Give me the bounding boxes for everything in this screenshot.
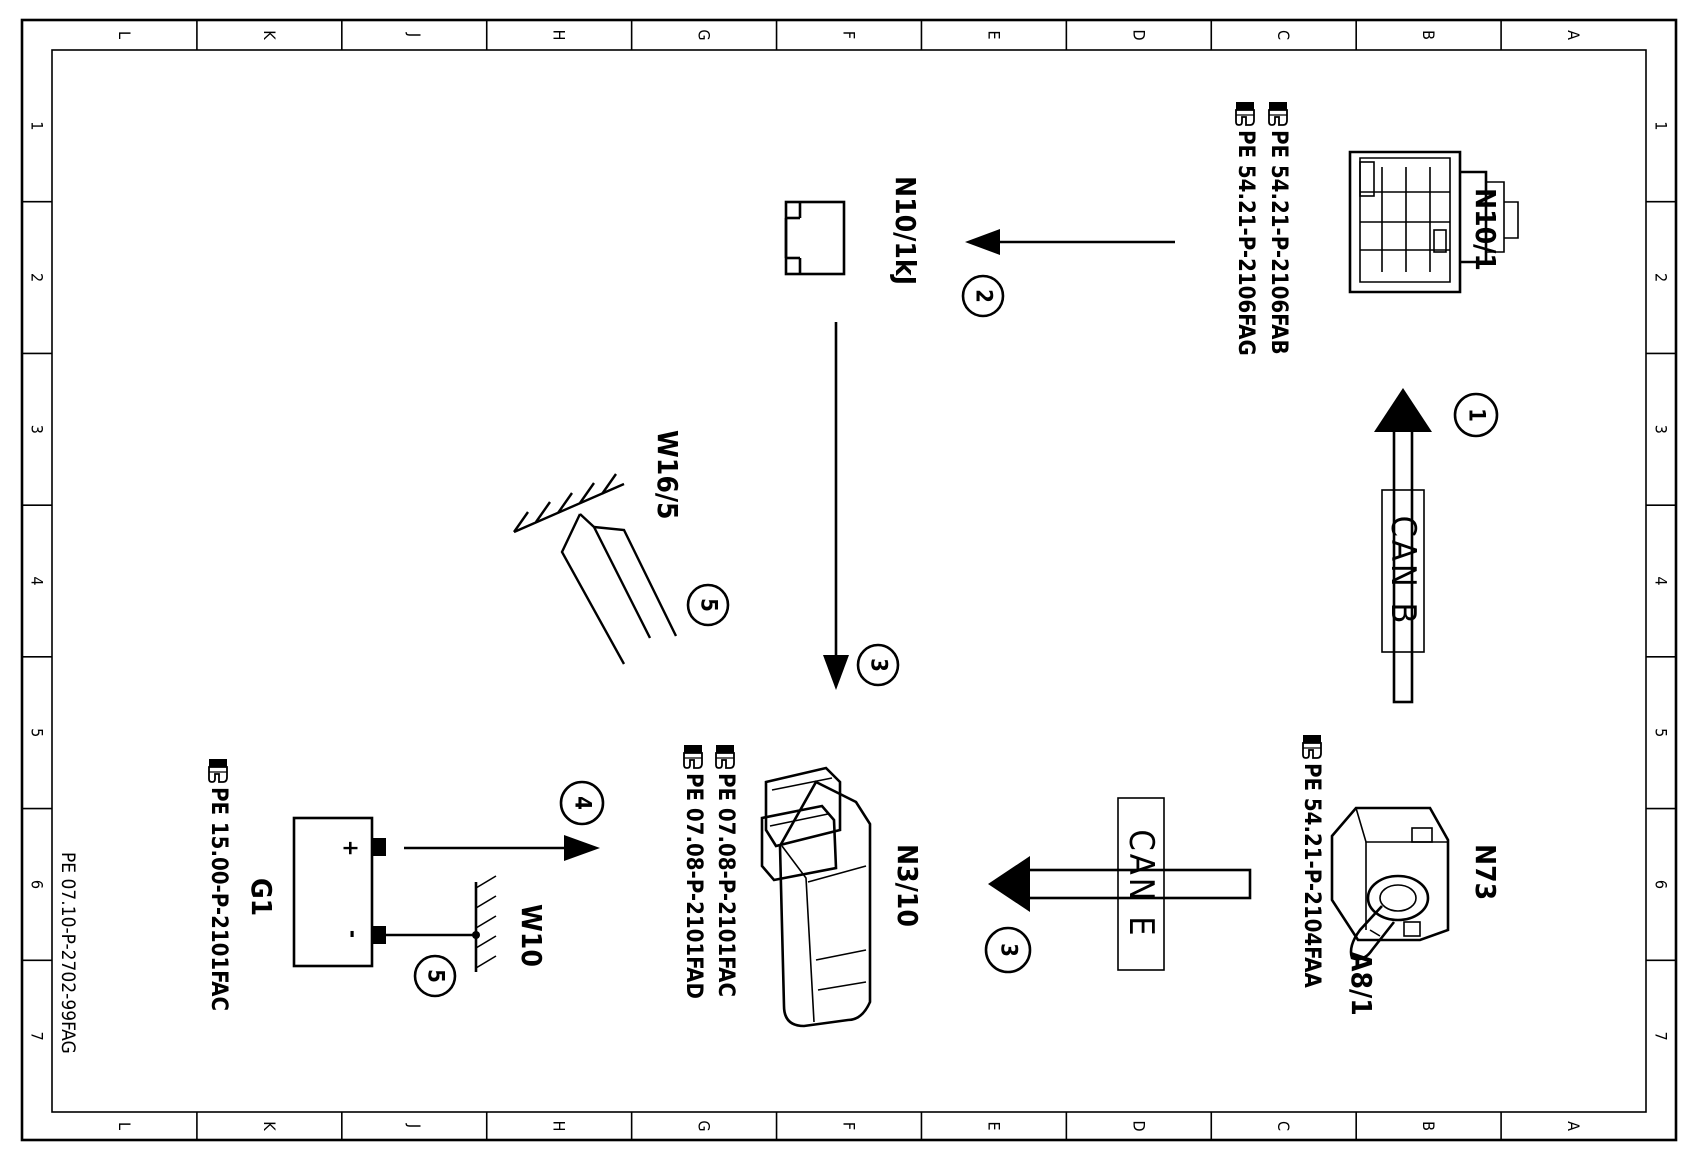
- ground-icon: [386, 875, 497, 972]
- grid-column-label: E: [984, 30, 1003, 39]
- grid-column-label: J: [405, 32, 424, 37]
- step-3-number: 3: [866, 658, 891, 672]
- grid-column-label: G: [695, 1120, 714, 1131]
- w16-5-label: W16/5: [651, 430, 684, 520]
- connector-block-icon: [1348, 150, 1519, 294]
- can-e-bus-arrow: CAN E: [988, 797, 1252, 971]
- grid-column-label: A: [1564, 1121, 1583, 1131]
- grid-row-label: 4: [28, 576, 47, 585]
- pointing-hand-icon: [1302, 734, 1322, 759]
- grid-column-label: H: [550, 1121, 569, 1132]
- grid-row-label: 6: [28, 880, 47, 889]
- battery-plus-sign: +: [338, 840, 363, 857]
- step-2-marker: 2: [961, 274, 1005, 318]
- grid-column-label: D: [1129, 1120, 1148, 1131]
- grid-column-label: A: [1564, 30, 1583, 40]
- grid-row-label: 5: [28, 728, 47, 737]
- battery-icon: [292, 816, 386, 968]
- grid-column-label: B: [1419, 30, 1438, 40]
- n3-10-ref-1: PE 07.08-P-2101FAC: [713, 773, 738, 997]
- battery-minus-sign: -: [340, 930, 365, 938]
- ignition-switch-icon: [1330, 806, 1450, 961]
- step-3-number: 3: [996, 943, 1021, 957]
- a8-1-label: A8/1: [1345, 952, 1378, 1016]
- step-2-number: 2: [971, 289, 996, 303]
- n73-label: N73: [1469, 844, 1502, 900]
- pointing-hand-icon: [1235, 101, 1255, 126]
- can-b-bus-arrow: CAN B: [1374, 388, 1432, 704]
- drawing-frame: A A B B C C D D E E F F G G H H J J K K L L 1 1 2 2 3 3 4 4 5 5 6 6 7 7: [20, 18, 1678, 1142]
- step-5-marker-top: 5: [686, 583, 730, 627]
- document-id: PE 07.10-P-2702-99FAG: [57, 852, 79, 1054]
- w10-label: W10: [515, 904, 548, 967]
- grid-column-label: C: [1274, 30, 1293, 40]
- n10-1-ref-2: PE 54.21-P-2106FAG: [1233, 130, 1258, 356]
- g1-ref-1: PE 15.00-P-2101FAC: [206, 787, 231, 1011]
- step-1-marker: 1: [1453, 392, 1499, 438]
- grid-row-label: 7: [1652, 1032, 1671, 1041]
- n73-ignition-switch: N73 A8/1 PE 54.21-P-2104FAA: [1299, 734, 1502, 1016]
- step-2-arrow: [965, 229, 1175, 255]
- grid-column-label: L: [115, 1122, 134, 1130]
- step-3-marker-top: 3: [856, 643, 900, 687]
- w16-5-ground: W16/5: [513, 430, 684, 665]
- grid-row-label: 4: [1652, 576, 1671, 585]
- grid-column-label: G: [695, 29, 714, 40]
- step-5-number: 5: [423, 969, 448, 983]
- grid-row-label: 6: [1652, 880, 1671, 889]
- control-unit-icon: [760, 766, 872, 1028]
- n10-1-ref-1: PE 54.21-P-2106FAB: [1266, 130, 1291, 355]
- pointing-hand-icon: [715, 744, 735, 769]
- step-4-arrow: [404, 835, 600, 861]
- step-5-number: 5: [696, 598, 721, 612]
- n3-10-control-unit: N3/10 PE 07.08-P-2101FAC PE 07.08-P-2101…: [681, 744, 924, 1028]
- grid-column-label: F: [840, 31, 859, 39]
- n10-1-connector-block: N10/1 PE 54.21-P-2106FAB PE 54.21-P-2106…: [1233, 101, 1519, 356]
- n3-10-label: N3/10: [891, 844, 924, 927]
- can-e-label: CAN E: [1121, 829, 1161, 938]
- can-b-label: CAN B: [1383, 516, 1423, 627]
- grid-column-label: K: [260, 30, 279, 40]
- pointing-hand-icon: [1268, 101, 1288, 126]
- grid-column-label: F: [840, 1122, 859, 1130]
- step-4-marker: 4: [559, 780, 605, 826]
- step-3-arrow-vertical: [823, 322, 849, 690]
- pointing-hand-icon: [208, 758, 228, 783]
- grid-row-label: 2: [28, 273, 47, 282]
- grid-row-label: 3: [1652, 425, 1671, 434]
- grid-row-label: 7: [28, 1032, 47, 1041]
- pointing-hand-icon: [683, 744, 703, 769]
- n3-10-ref-2: PE 07.08-P-2101FAD: [681, 773, 706, 999]
- grid-column-label: E: [984, 1121, 1003, 1130]
- n73-ref-1: PE 54.21-P-2104FAA: [1299, 763, 1324, 988]
- w10-ground: W10: [386, 875, 548, 972]
- step-1-number: 1: [1464, 408, 1489, 422]
- n10-1-label: N10/1: [1469, 188, 1502, 271]
- g1-label: G1: [245, 878, 278, 916]
- grid-row-label: 2: [1652, 273, 1671, 282]
- grid-column-label: L: [115, 31, 134, 39]
- relay-icon: [784, 200, 846, 276]
- ground-icon: [513, 473, 678, 665]
- grid-column-label: C: [1274, 1121, 1293, 1131]
- grid-column-label: J: [405, 1123, 424, 1128]
- grid-column-label: H: [550, 30, 569, 41]
- grid-column-label: K: [260, 1121, 279, 1131]
- g1-battery: + - G1 PE 15.00-P-2101FAC: [206, 758, 386, 1011]
- n10-1kj-relay: N10/1kJ: [784, 176, 922, 285]
- grid-row-label: 1: [1652, 121, 1671, 130]
- step-5-marker-bottom: 5: [413, 954, 457, 998]
- grid-row-label: 3: [28, 425, 47, 434]
- step-3-marker-bottom: 3: [984, 926, 1032, 974]
- grid-column-label: B: [1419, 1121, 1438, 1131]
- n10-1kj-label: N10/1kJ: [889, 176, 922, 285]
- grid-row-label: 1: [28, 121, 47, 130]
- grid-column-label: D: [1129, 29, 1148, 40]
- grid-row-label: 5: [1652, 728, 1671, 737]
- step-4-number: 4: [570, 796, 595, 810]
